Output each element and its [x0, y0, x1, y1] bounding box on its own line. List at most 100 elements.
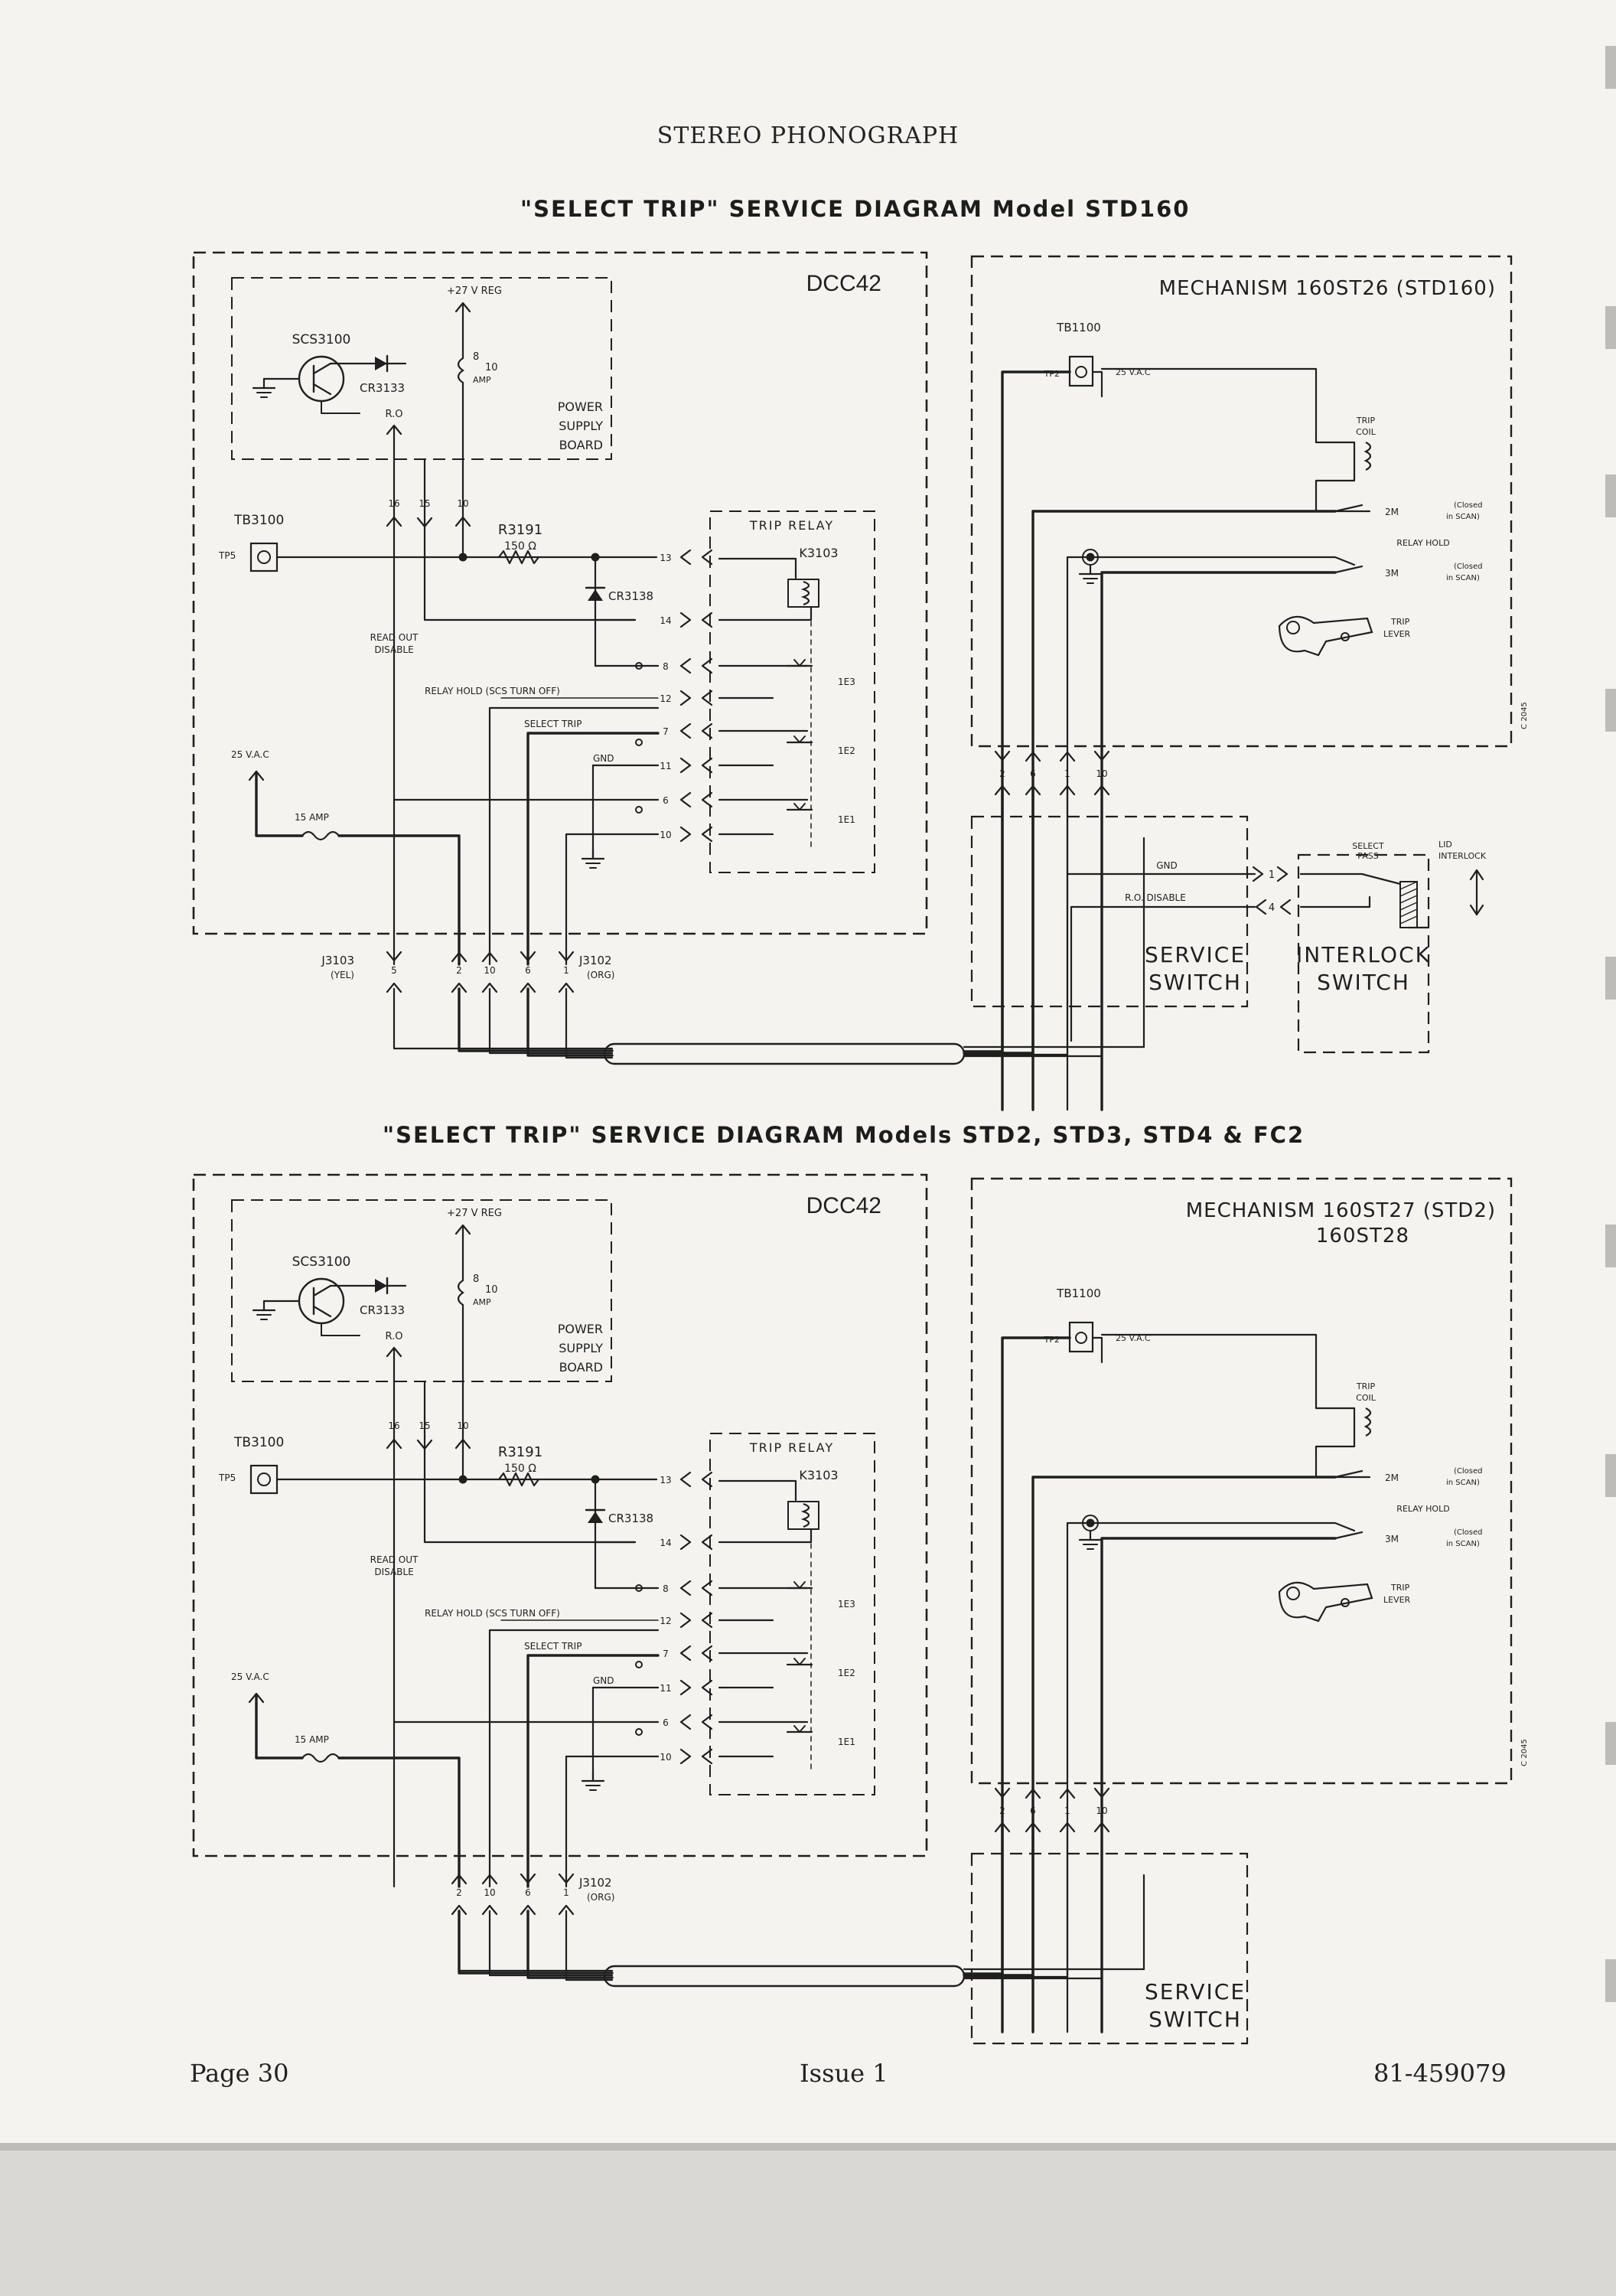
lid-hatch-line: [1399, 888, 1418, 897]
trip-lever-label-1: TRIP: [1390, 1583, 1410, 1593]
relay-hold-wire: [488, 1629, 660, 1888]
j3102-label: J3102: [578, 1876, 612, 1890]
binder-tab: [1605, 306, 1616, 349]
mechanism-pin-1: 1: [1064, 768, 1070, 779]
mechanism-code: C 2045: [1520, 702, 1529, 729]
relay-hold-label: RELAY HOLD (SCS TURN OFF): [425, 1608, 560, 1619]
closed-label: (Closed: [1454, 501, 1483, 510]
relay-pin-arrow: [679, 1714, 692, 1730]
r3191-value: 150 Ω: [504, 540, 536, 553]
relay-pin-14: 14: [660, 615, 671, 626]
contact-1e2-pivot: [635, 739, 643, 746]
tp2-label: TP2: [1044, 369, 1060, 379]
diagram-top: DCC42+27 V REG810AMPSCS3100CR3133R.OPOWE…: [192, 251, 1529, 1111]
interlock-label: INTERLOCK: [1296, 942, 1431, 967]
relay-pin-arrow: [679, 690, 692, 706]
select-trip-wire: [526, 1654, 660, 1888]
scs3100-symbol: [312, 362, 332, 375]
relay-pin-arrow: [701, 1748, 713, 1765]
harness-wire: [963, 786, 1034, 1055]
interlock-switch-label: SWITCH: [1317, 970, 1410, 995]
mechanism-pin-arrow: [1093, 1787, 1110, 1799]
switch-3m-symbol: [1334, 565, 1364, 574]
cable-sleeve: [603, 1042, 966, 1065]
harness-wire: [488, 987, 614, 1055]
connector-pin-arrow: [451, 951, 468, 963]
select-pass-label-2: PASS: [1357, 851, 1378, 861]
interlock-pin-arrow: [1276, 866, 1289, 882]
harness-wire: [565, 987, 614, 1059]
binder-tab: [1605, 957, 1616, 1000]
relay-pin-arrow: [679, 791, 692, 808]
diagram-title-bottom: "SELECT TRIP" SERVICE DIAGRAM Models STD…: [383, 1122, 1305, 1148]
interlock-pin-1: 1: [1269, 869, 1275, 881]
harness-wire: [458, 987, 614, 1052]
relay-pin-arrow: [679, 1679, 692, 1696]
read-out-label: READ OUT: [370, 1554, 419, 1565]
connector-pin-arrow: [451, 1904, 468, 1916]
contact-1e3: [793, 659, 806, 667]
scs3100-symbol: [312, 383, 332, 396]
relay-pin-10: 10: [660, 830, 671, 840]
trip-lever-label-2: LEVER: [1383, 1595, 1411, 1605]
harness-wire: [458, 1910, 614, 1975]
harness-wire: [963, 1823, 1034, 1977]
dcc42-label: DCC42: [806, 271, 881, 296]
trip-coil-symbol: [1364, 1407, 1372, 1437]
connector-pin-arrow: [558, 982, 575, 993]
coil-feed-wire: [1100, 1333, 1356, 1410]
relay-pin-arrow: [679, 549, 692, 566]
contact-1e2-pivot: [635, 1661, 643, 1668]
switch-2m-label: 2M: [1385, 1473, 1399, 1483]
mechanism-pin-1: 1: [1064, 1805, 1070, 1816]
ro-label: R.O: [386, 1331, 403, 1342]
board-label: BOARD: [559, 438, 603, 452]
switch-label: SWITCH: [1148, 970, 1242, 995]
harness-wire: [963, 1823, 1069, 1978]
relay-hold-label: RELAY HOLD (SCS TURN OFF): [425, 686, 560, 696]
lid-hatch-line: [1399, 895, 1418, 904]
reg-label: +27 V REG: [447, 1208, 502, 1219]
mechanism-pin-10: 10: [1096, 768, 1107, 779]
cr3133-symbol: [375, 1279, 387, 1293]
service-label: SERVICE: [1145, 1979, 1246, 2004]
tp2-screw: [1075, 366, 1087, 378]
relay-pin-arrow: [701, 1612, 713, 1629]
switch-3m-symbol: [1334, 1531, 1364, 1540]
tp5-screw: [257, 1473, 271, 1486]
trip-lever-symbol: [1278, 1581, 1373, 1623]
tp5-screw: [257, 550, 271, 564]
contact-1e3-pivot: [635, 1584, 643, 1592]
relay-pin-8: 8: [663, 1583, 669, 1594]
scs3100-symbol: [312, 1305, 332, 1318]
k3103-wire: [718, 1479, 797, 1502]
binder-tab: [1605, 689, 1616, 732]
connector-pin-arrow: [451, 982, 468, 993]
relay-pin-arrow: [701, 549, 713, 566]
interlock-contact: [1299, 872, 1402, 885]
select-trip-label: SELECT TRIP: [524, 1641, 582, 1652]
vac-25-label: 25 V.A.C: [1116, 367, 1151, 377]
service-label: SERVICE: [1145, 942, 1246, 967]
scanner-background: [0, 2151, 1616, 2296]
mechanism-pin-arrow: [1059, 1788, 1076, 1799]
select-pass-label-1: SELECT: [1352, 841, 1384, 851]
cr3133-label: CR3133: [360, 1303, 405, 1317]
lid-hatch-line: [1399, 881, 1418, 890]
switch-3m-label: 3M: [1385, 568, 1399, 579]
vac-wire: [255, 1693, 304, 1760]
trip-lever-symbol: [1278, 615, 1373, 657]
fuse-8-10: [457, 357, 464, 383]
board-label: BOARD: [559, 1360, 603, 1375]
contact-1e2: [793, 735, 806, 743]
ro-label: R.O: [386, 409, 403, 420]
reg-label: +27 V REG: [447, 285, 502, 297]
harness-wire: [963, 786, 1004, 1053]
tp2-terminal: [1068, 355, 1094, 387]
fuse-unit: AMP: [473, 375, 491, 385]
connector-pin-arrow: [520, 1873, 536, 1884]
fuse-15-symbol: [301, 1753, 340, 1763]
harness-wire: [526, 987, 614, 1057]
trip-lever-label-1: TRIP: [1390, 617, 1410, 627]
cr3138-symbol: [588, 589, 603, 601]
